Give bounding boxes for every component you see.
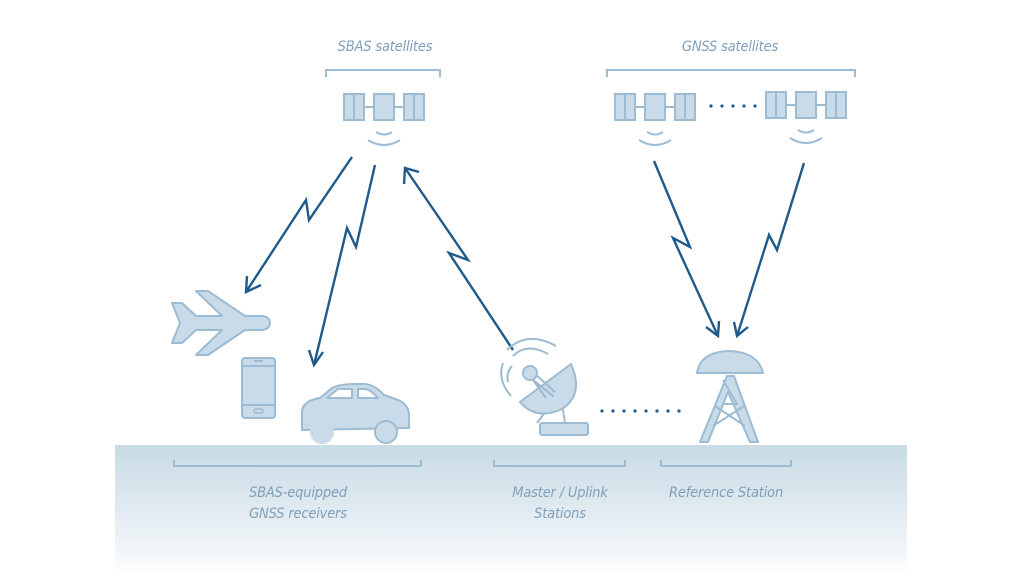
gnss-satellite-icon [765, 91, 847, 144]
airplane-icon [171, 290, 271, 356]
sbas-satellite-icon [343, 93, 425, 146]
sbas-to-car-arrow [307, 164, 377, 368]
master-label-line2: Stations [534, 506, 586, 522]
receivers-bracket [173, 460, 422, 467]
gnss-bracket [606, 69, 856, 77]
receivers-label-line1: SBAS-equipped [249, 485, 347, 501]
reference-station-label: Reference Station [668, 485, 784, 501]
reference-bracket [660, 460, 792, 467]
sbas-bracket [325, 69, 441, 77]
sbas-to-airplane-arrow [244, 156, 353, 294]
gnss1-to-reference-arrow [652, 160, 721, 339]
smartphone-icon [241, 357, 276, 419]
master-label: Master / Uplink Stations [479, 483, 641, 525]
gnss-dotted-link [709, 104, 757, 108]
antenna-tower-icon [696, 350, 764, 443]
receivers-label-line2: GNSS receivers [249, 506, 347, 522]
uplink-reference-dotted-link [600, 409, 681, 413]
car-icon [301, 383, 410, 444]
master-bracket [493, 460, 626, 467]
satellite-dish-icon [500, 338, 589, 436]
uplink-to-sbas-arrow [402, 166, 515, 351]
gnss-satellites-label: GNSS satellites [681, 39, 779, 55]
master-label-line1: Master / Uplink [512, 485, 608, 501]
receivers-label: SBAS-equipped GNSS receivers [208, 483, 388, 525]
sbas-satellites-label: SBAS satellites [337, 39, 433, 55]
gnss2-to-reference-arrow [732, 162, 806, 339]
gnss-satellite-icon [614, 93, 696, 146]
